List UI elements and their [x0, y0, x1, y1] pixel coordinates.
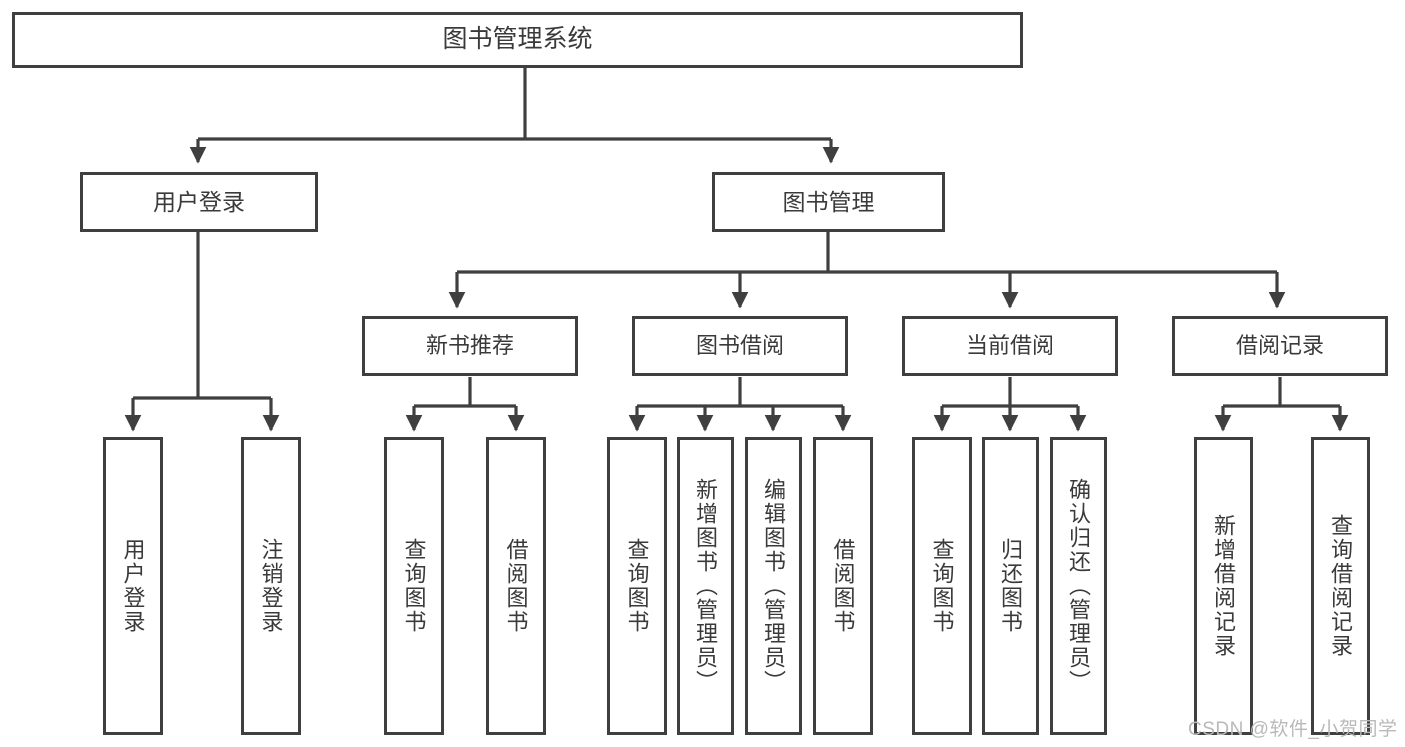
watermark: CSDN @软件_小贺同学 — [1188, 719, 1398, 740]
node-current-borrow[interactable]: 当前借阅 — [902, 316, 1118, 376]
node-new-book-recommend[interactable]: 新书推荐 — [362, 316, 578, 376]
node-leaf-query-book-2[interactable]: 查询图书 — [607, 437, 667, 735]
node-leaf-query-book-3[interactable]: 查询图书 — [912, 437, 972, 735]
node-leaf-edit-book-label: 编辑图书（管理员） — [761, 478, 787, 694]
node-leaf-query-book-1[interactable]: 查询图书 — [384, 437, 444, 735]
node-leaf-query-record[interactable]: 查询借阅记录 — [1311, 437, 1370, 735]
node-new-book-recommend-label: 新书推荐 — [425, 333, 514, 359]
node-borrow-record[interactable]: 借阅记录 — [1172, 316, 1388, 376]
node-leaf-add-book-label: 新增图书（管理员） — [693, 478, 719, 694]
node-leaf-query-book-1-label: 查询图书 — [401, 538, 427, 634]
node-leaf-add-record[interactable]: 新增借阅记录 — [1194, 437, 1253, 735]
node-user-login-label: 用户登录 — [153, 188, 245, 215]
node-book-management[interactable]: 图书管理 — [712, 172, 945, 232]
node-leaf-edit-book[interactable]: 编辑图书（管理员） — [745, 437, 802, 735]
node-leaf-borrow-book-1[interactable]: 借阅图书 — [486, 437, 546, 735]
node-leaf-logout-login[interactable]: 注销登录 — [241, 437, 301, 735]
node-leaf-confirm-return-label: 确认归还（管理员） — [1066, 478, 1092, 694]
node-root-label: 图书管理系统 — [442, 25, 593, 54]
node-leaf-query-book-2-label: 查询图书 — [624, 538, 650, 634]
node-leaf-logout-login-label: 注销登录 — [258, 538, 284, 634]
node-leaf-return-book[interactable]: 归还图书 — [982, 437, 1039, 735]
node-leaf-query-record-label: 查询借阅记录 — [1328, 514, 1354, 658]
node-leaf-borrow-book-1-label: 借阅图书 — [503, 538, 529, 634]
node-user-login[interactable]: 用户登录 — [80, 172, 318, 232]
node-leaf-user-login[interactable]: 用户登录 — [103, 437, 163, 735]
node-root[interactable]: 图书管理系统 — [12, 12, 1023, 68]
node-borrow-record-label: 借阅记录 — [1235, 333, 1324, 359]
node-leaf-borrow-book-2-label: 借阅图书 — [830, 538, 856, 634]
node-leaf-add-book[interactable]: 新增图书（管理员） — [677, 437, 734, 735]
node-leaf-query-book-3-label: 查询图书 — [929, 538, 955, 634]
node-current-borrow-label: 当前借阅 — [965, 333, 1054, 359]
node-leaf-add-record-label: 新增借阅记录 — [1211, 514, 1237, 658]
node-book-borrow-label: 图书借阅 — [695, 333, 784, 359]
node-book-borrow[interactable]: 图书借阅 — [632, 316, 848, 376]
node-leaf-return-book-label: 归还图书 — [998, 538, 1024, 634]
node-book-management-label: 图书管理 — [782, 188, 875, 215]
node-leaf-user-login-label: 用户登录 — [120, 538, 146, 634]
node-leaf-confirm-return[interactable]: 确认归还（管理员） — [1050, 437, 1107, 735]
node-leaf-borrow-book-2[interactable]: 借阅图书 — [813, 437, 873, 735]
